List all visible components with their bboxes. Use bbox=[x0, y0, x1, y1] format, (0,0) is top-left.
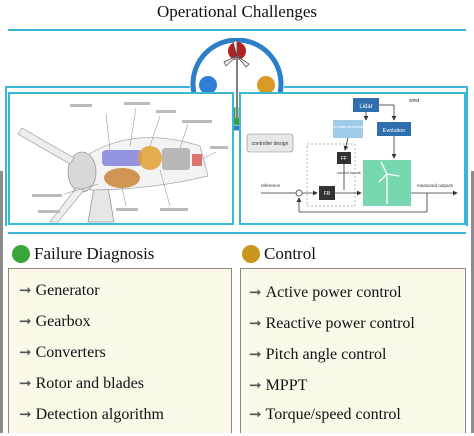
control-heading-row: Control bbox=[242, 244, 316, 264]
evolution-label: Evolution bbox=[383, 128, 406, 134]
list-item: ➞Gearbox bbox=[19, 313, 91, 330]
plant-turbine-icon bbox=[378, 161, 400, 204]
ff-label: FF bbox=[341, 156, 347, 162]
failure-heading-row: Failure Diagnosis bbox=[12, 244, 154, 264]
measured-outputs-label: measured outputs bbox=[417, 183, 454, 188]
lidar-processing-block bbox=[333, 120, 363, 138]
control-block-diagram: Lidar wind Evolution lidar data processi… bbox=[246, 98, 458, 213]
list-item: ➞Generator bbox=[19, 282, 100, 299]
fb-label: FB bbox=[324, 191, 331, 197]
middle-connector-right bbox=[284, 86, 468, 88]
list-item: ➞MPPT bbox=[249, 377, 308, 394]
control-diagram-frame: Lidar wind Evolution lidar data processi… bbox=[239, 92, 466, 225]
left-rail bbox=[5, 86, 7, 226]
title-underline bbox=[8, 29, 466, 31]
section-divider bbox=[8, 232, 466, 234]
control-list: ➞Active power control ➞Reactive power co… bbox=[249, 283, 473, 436]
left-bottom-rail bbox=[0, 171, 3, 433]
arrow-icon: ➞ bbox=[249, 378, 262, 394]
reference-label: reference bbox=[261, 183, 281, 188]
blue-dot-icon bbox=[199, 76, 217, 94]
list-item: ➞Rotor and blades bbox=[19, 375, 144, 392]
gold-dot-icon bbox=[242, 245, 260, 263]
controller-region bbox=[306, 143, 356, 207]
list-item: ➞Detection algorithm bbox=[19, 406, 164, 423]
wind-label: wind bbox=[409, 98, 420, 104]
right-bottom-rail bbox=[471, 171, 474, 433]
control-panel: ➞Active power control ➞Reactive power co… bbox=[240, 268, 466, 433]
summing-junction bbox=[295, 189, 303, 197]
nacelle-cutaway-illustration bbox=[17, 102, 228, 223]
failure-panel: ➞Generator ➞Gearbox ➞Converters ➞Rotor a… bbox=[8, 268, 232, 433]
arrow-icon: ➞ bbox=[19, 314, 32, 330]
arrow-icon: ➞ bbox=[249, 407, 262, 423]
controller-design-label: controller design bbox=[252, 141, 289, 147]
arrow-icon: ➞ bbox=[19, 345, 32, 361]
green-dot-icon bbox=[12, 245, 30, 263]
arrow-icon: ➞ bbox=[249, 347, 262, 363]
ff-block bbox=[337, 152, 351, 164]
control-inputs-label: control inputs bbox=[337, 170, 361, 175]
nacelle-image-frame bbox=[8, 92, 234, 225]
lidar-label: Lidar bbox=[359, 104, 372, 110]
arrow-icon: ➞ bbox=[19, 376, 32, 392]
wind-turbine-icon bbox=[223, 39, 250, 118]
arrow-icon: ➞ bbox=[19, 283, 32, 299]
failure-heading: Failure Diagnosis bbox=[34, 244, 155, 263]
list-item: ➞Reactive power control bbox=[249, 315, 415, 332]
control-heading: Control bbox=[264, 244, 316, 263]
arrow-icon: ➞ bbox=[19, 407, 32, 423]
list-item: ➞Pitch angle control bbox=[249, 346, 387, 363]
right-rail bbox=[466, 86, 468, 226]
failure-list: ➞Generator ➞Gearbox ➞Converters ➞Rotor a… bbox=[19, 281, 241, 436]
evolution-block bbox=[377, 122, 411, 136]
orange-dot-icon bbox=[257, 76, 275, 94]
list-item: ➞Active power control bbox=[249, 284, 402, 301]
lidar-processing-label: lidar data processing bbox=[330, 124, 367, 129]
list-item: ➞Torque/speed control bbox=[249, 406, 401, 423]
middle-connector bbox=[5, 86, 190, 88]
list-item: ➞Converters bbox=[19, 344, 106, 361]
diagram-title: Operational Challenges bbox=[156, 2, 318, 21]
arrow-icon: ➞ bbox=[249, 316, 262, 332]
controller-design-block bbox=[246, 133, 294, 153]
lidar-block bbox=[353, 98, 379, 112]
fb-block bbox=[319, 186, 335, 200]
arrow-icon: ➞ bbox=[249, 285, 262, 301]
